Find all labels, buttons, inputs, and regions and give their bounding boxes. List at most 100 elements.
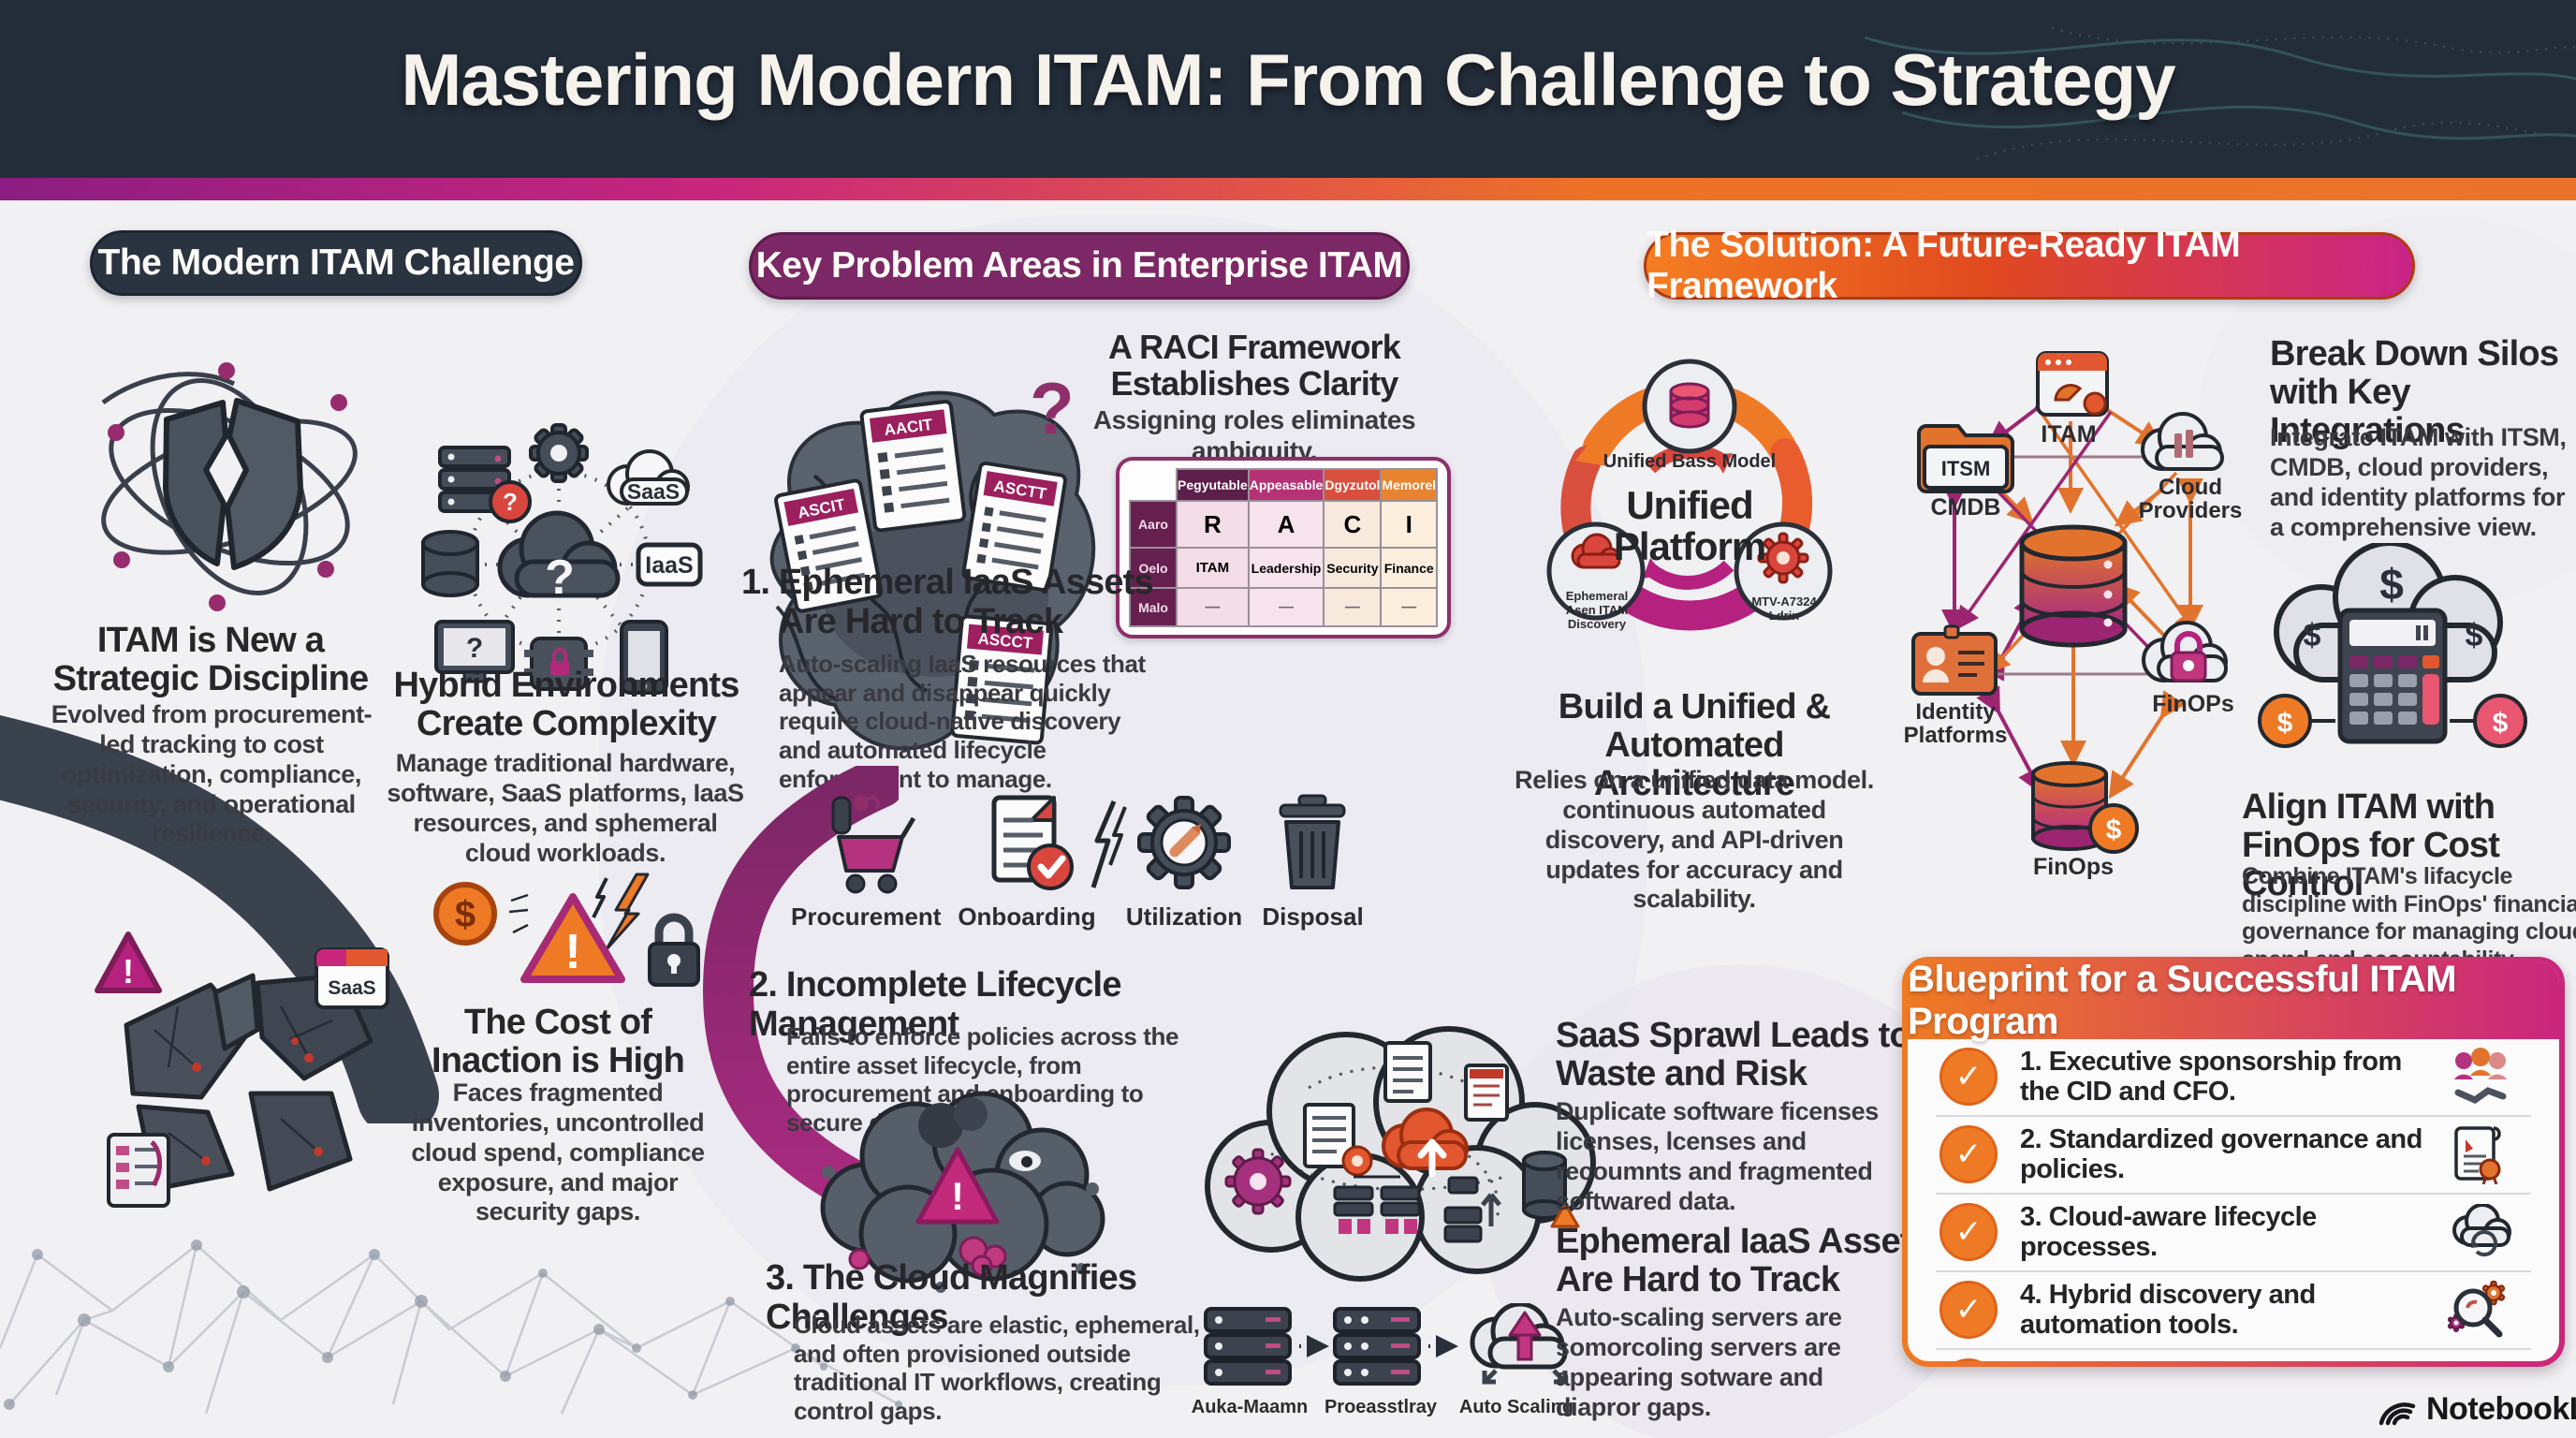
raci-cell: — bbox=[1176, 587, 1250, 627]
unified-cycle-diagram bbox=[1546, 359, 1833, 631]
header-mesh-decoration bbox=[1865, 27, 2576, 160]
doc-gear-icon bbox=[1303, 1103, 1373, 1177]
lifecycle-stage-label: Procurement bbox=[791, 902, 942, 931]
check-icon: ✓ bbox=[1939, 1125, 1998, 1184]
notebooklm-logo-icon bbox=[2378, 1401, 2416, 1425]
solution-pill-label: The Solution: A Future-Ready ITAM Framew… bbox=[1647, 225, 2241, 306]
build-title: Build a Unified & Automated Architecture bbox=[1558, 687, 1831, 804]
raci-row-label: Aaro bbox=[1138, 517, 1168, 533]
check-icon: ✓ bbox=[1939, 1048, 1998, 1107]
footer-brand-label: NotebookLM bbox=[2426, 1391, 2576, 1427]
blueprint-item-text: 1. Executive sponsorship from the CID an… bbox=[2020, 1047, 2402, 1108]
itam-node-icon bbox=[2036, 351, 2109, 417]
warning-triangle-icon: ! bbox=[520, 893, 625, 983]
raci-col-header: Dgyzutol bbox=[1325, 477, 1381, 493]
cost-body: Faces fragmented inventories, uncontroll… bbox=[411, 1078, 705, 1226]
problems-section-pill: Key Problem Areas in Enterprise ITAM bbox=[749, 232, 1410, 300]
hybrid-title: Hybrid Environments Create Complexity bbox=[393, 666, 739, 744]
question-mark-decoration: ? bbox=[1030, 367, 1075, 449]
pipeline-stage-label: Auka-Maamn bbox=[1191, 1397, 1309, 1417]
network-mesh-decoration bbox=[0, 1240, 902, 1415]
saas-cloud-label: SaaS bbox=[627, 479, 680, 504]
strategic-title: ITAM is New a Strategic Discipline bbox=[52, 621, 369, 699]
saas-chip-label: SaaS bbox=[328, 977, 375, 999]
svg-text:$: $ bbox=[2493, 708, 2509, 739]
unified-center-label: Unified Platform bbox=[1613, 483, 1766, 569]
cost-warning-cluster-icon: $ ! bbox=[433, 873, 700, 987]
svg-text:$: $ bbox=[2106, 814, 2122, 845]
page-title: Mastering Modern ITAM: From Challenge to… bbox=[401, 38, 2175, 121]
problem3-title: 3. The Cloud Magnifies Challenges bbox=[766, 1258, 1137, 1337]
problem2-body: Fails to enforce policies across the ent… bbox=[786, 1022, 1179, 1137]
broken-shield-icon bbox=[101, 362, 358, 611]
mini-servers-icon bbox=[1333, 1175, 1421, 1234]
challenge-pill-label: The Modern ITAM Challenge bbox=[97, 242, 575, 283]
saas-cloud-icon: SaaS bbox=[607, 449, 690, 506]
blueprint-item-text: 3. Cloud-aware lifecycle processes. bbox=[2020, 1201, 2317, 1263]
central-database-icon bbox=[2019, 524, 2128, 648]
header-band: Mastering Modern ITAM: From Challenge to… bbox=[0, 0, 2576, 178]
cloud-providers-node-label: Cloud Providers bbox=[2138, 475, 2243, 524]
blueprint-item-text: 5. Continuous maturity assessments. bbox=[2020, 1357, 2422, 1361]
build-body: Relies on a unified data model. continuo… bbox=[1515, 766, 1874, 914]
autoscaling-pipeline bbox=[1204, 1303, 1568, 1386]
blueprint-card: Blueprint for a Successful ITAM Program … bbox=[1902, 957, 2565, 1367]
svg-text:!: ! bbox=[564, 925, 580, 979]
blueprint-header: Blueprint for a Successful ITAM Program bbox=[1908, 962, 2559, 1042]
raci-cell: Leadership bbox=[1247, 546, 1325, 590]
finops-db-node-icon: $ bbox=[2031, 761, 2139, 854]
blueprint-item: ✓ 5. Continuous maturity assessments. bbox=[1908, 1350, 2559, 1361]
executive-handshake-icon bbox=[2454, 1048, 2507, 1105]
raci-cell: R bbox=[1176, 500, 1250, 549]
identity-node-icon bbox=[1911, 624, 1998, 696]
storm-cloud-icon: ! bbox=[820, 1091, 1105, 1293]
pipeline-stage-label: Proeasstlray bbox=[1324, 1397, 1438, 1417]
lock-icon bbox=[648, 913, 700, 987]
server-question-icon: ? bbox=[438, 446, 532, 523]
challenge-section-pill: The Modern ITAM Challenge bbox=[90, 230, 582, 296]
doc-icon bbox=[1383, 1041, 1432, 1103]
server-stack-icon bbox=[1204, 1307, 1292, 1386]
maturity-chart-icon bbox=[2445, 1357, 2510, 1361]
finops-calculator-icon: $ $ $ $ $ bbox=[2258, 543, 2527, 748]
raci-cell: Finance bbox=[1380, 546, 1438, 590]
calculator-icon bbox=[2337, 608, 2448, 744]
check-icon: ✓ bbox=[1939, 1358, 1998, 1361]
crumpled-docs-icon: ? AACIT ASCTT ASCIT ASCCT bbox=[769, 367, 1096, 751]
raci-title: A RACI Framework Establishes Clarity bbox=[1108, 328, 1401, 403]
svg-text:!: ! bbox=[951, 1174, 964, 1218]
policy-scroll-icon bbox=[2454, 1126, 2501, 1185]
integration-network-diagram: ITSM bbox=[1911, 351, 2228, 854]
phone-icon bbox=[620, 620, 668, 695]
raci-col-header: Memorel bbox=[1382, 477, 1436, 493]
strategic-body: Evolved from procurement-led tracking to… bbox=[51, 700, 373, 848]
footer-brand: NotebookLM bbox=[2378, 1391, 2576, 1428]
problem2-title: 2. Incomplete Lifecycle Management bbox=[749, 965, 1121, 1044]
hybrid-cluster-icon: ? SaaS IaaS ? bbox=[421, 423, 703, 695]
svg-text:$: $ bbox=[2379, 560, 2404, 609]
automation-gear-icon bbox=[1757, 532, 1809, 584]
finops-db-node-label: FinOps bbox=[2032, 854, 2115, 880]
problems-pill-label: Key Problem Areas in Enterprise ITAM bbox=[755, 245, 1403, 286]
database-icon bbox=[421, 530, 479, 597]
discovery-magnifier-icon bbox=[2447, 1281, 2506, 1338]
check-icon: ✓ bbox=[1939, 1281, 1998, 1340]
cost-title: The Cost of Inaction is High bbox=[431, 1003, 685, 1081]
problem3-body: Cloud assets are elastic, ephemeral, and… bbox=[794, 1311, 1200, 1426]
server-stack-icon bbox=[1333, 1307, 1421, 1386]
lifecycle-stage-label: Utilization bbox=[1125, 902, 1243, 931]
raci-cell: — bbox=[1247, 587, 1325, 627]
svg-text:?: ? bbox=[503, 488, 518, 516]
lifecycle-arc-decoration bbox=[702, 766, 899, 1215]
break-down-title: Break Down Silos with Key Integrations bbox=[2270, 334, 2559, 451]
identity-node-label: Identity Platforms bbox=[1903, 699, 2008, 749]
checklist-doc-icon: ASCCT bbox=[950, 614, 1054, 745]
unified-left-label: Ephemeral Asen ITAM Discovery bbox=[1565, 589, 1629, 631]
check-icon: ✓ bbox=[1939, 1203, 1998, 1262]
list-chip-icon bbox=[107, 1133, 170, 1208]
solution-section-pill: The Solution: A Future-Ready ITAM Framew… bbox=[1644, 225, 2415, 306]
itam-node-label: ITAM bbox=[2041, 421, 2097, 448]
ephemeral-side-title: Ephemeral IaaS Assets Are Hard to Track bbox=[1556, 1222, 1931, 1300]
break-down-body: Integrate ITAM with ITSM, CMDB, cloud pr… bbox=[2270, 423, 2567, 541]
